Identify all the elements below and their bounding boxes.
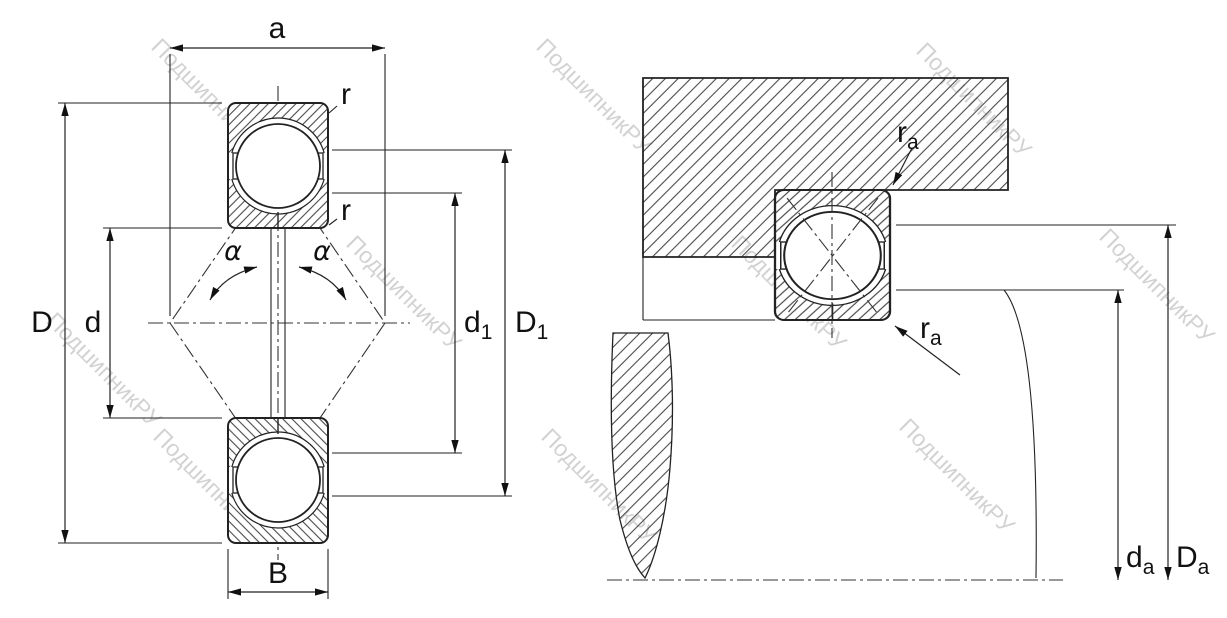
- dim-label-ra-bottom-base: r: [920, 312, 930, 345]
- watermark-text: ПодшипникРУ: [531, 33, 656, 158]
- corner-radius-labels: r r: [328, 78, 351, 227]
- right-view: ra ra da Da: [607, 77, 1210, 581]
- dimension-a: a: [169, 12, 386, 316]
- inner-ring-split-lines: [270, 228, 286, 418]
- watermark-text: ПодшипникРУ: [341, 230, 466, 355]
- dim-label-d: d: [85, 306, 102, 339]
- dimension-ra-top: ra: [892, 116, 919, 186]
- dimension-Da: Da: [896, 224, 1210, 580]
- dim-label-Da-sub: a: [1198, 556, 1210, 579]
- dim-label-ra-top: ra: [897, 116, 919, 154]
- bearing-cross-section-bottom: [228, 418, 328, 543]
- dim-label-r-top: r: [341, 78, 351, 111]
- angle-label-alpha-right: α: [313, 236, 331, 267]
- dimension-da: da: [896, 289, 1155, 580]
- dim-label-ra-bottom: ra: [920, 312, 942, 350]
- dim-label-d1-sub: 1: [481, 321, 493, 344]
- dim-label-ra-bottom-sub: a: [930, 327, 942, 350]
- left-view: a r r α α D d: [31, 12, 548, 599]
- dim-label-ra-top-base: r: [897, 116, 907, 149]
- dim-label-B: B: [268, 557, 288, 590]
- dim-label-a: a: [269, 12, 286, 45]
- angle-label-alpha-left: α: [224, 236, 242, 267]
- dim-label-D: D: [31, 306, 53, 339]
- dimension-d1: d1: [332, 192, 492, 454]
- dim-label-Da-base: D: [1176, 541, 1198, 574]
- dim-label-da-base: d: [1126, 541, 1143, 574]
- watermark-text: ПодшипникРУ: [1094, 223, 1219, 348]
- shaft-contour-curve: [1003, 289, 1037, 579]
- shaft-section-leaf: [610, 332, 674, 580]
- dim-label-da: da: [1126, 541, 1155, 579]
- dimension-B: B: [227, 549, 329, 599]
- dim-label-Da: Da: [1176, 541, 1210, 579]
- dim-label-d1-base: d: [464, 306, 481, 339]
- dim-label-ra-top-sub: a: [907, 131, 919, 154]
- dim-label-d1: d1: [464, 306, 492, 344]
- bearing-cross-section-top: [228, 103, 328, 228]
- dimension-ra-bottom: ra: [894, 312, 961, 376]
- mounted-section-centerlines: [786, 172, 879, 338]
- contact-angle-annotation: α α: [209, 236, 347, 301]
- dimension-D1: D1: [332, 149, 548, 497]
- dim-label-da-sub: a: [1143, 556, 1155, 579]
- watermark-text: ПодшипникРУ: [894, 413, 1019, 538]
- dim-label-D1: D1: [515, 306, 548, 344]
- dim-label-D1-sub: 1: [537, 321, 549, 344]
- shaft-and-housing-lines: [642, 257, 1037, 579]
- watermark-text: ПодшипникРУ: [41, 307, 166, 432]
- dim-label-D1-base: D: [515, 306, 537, 339]
- dimension-d: d: [85, 227, 222, 419]
- dimension-D: D: [31, 102, 222, 544]
- dim-label-r-inner: r: [341, 194, 351, 227]
